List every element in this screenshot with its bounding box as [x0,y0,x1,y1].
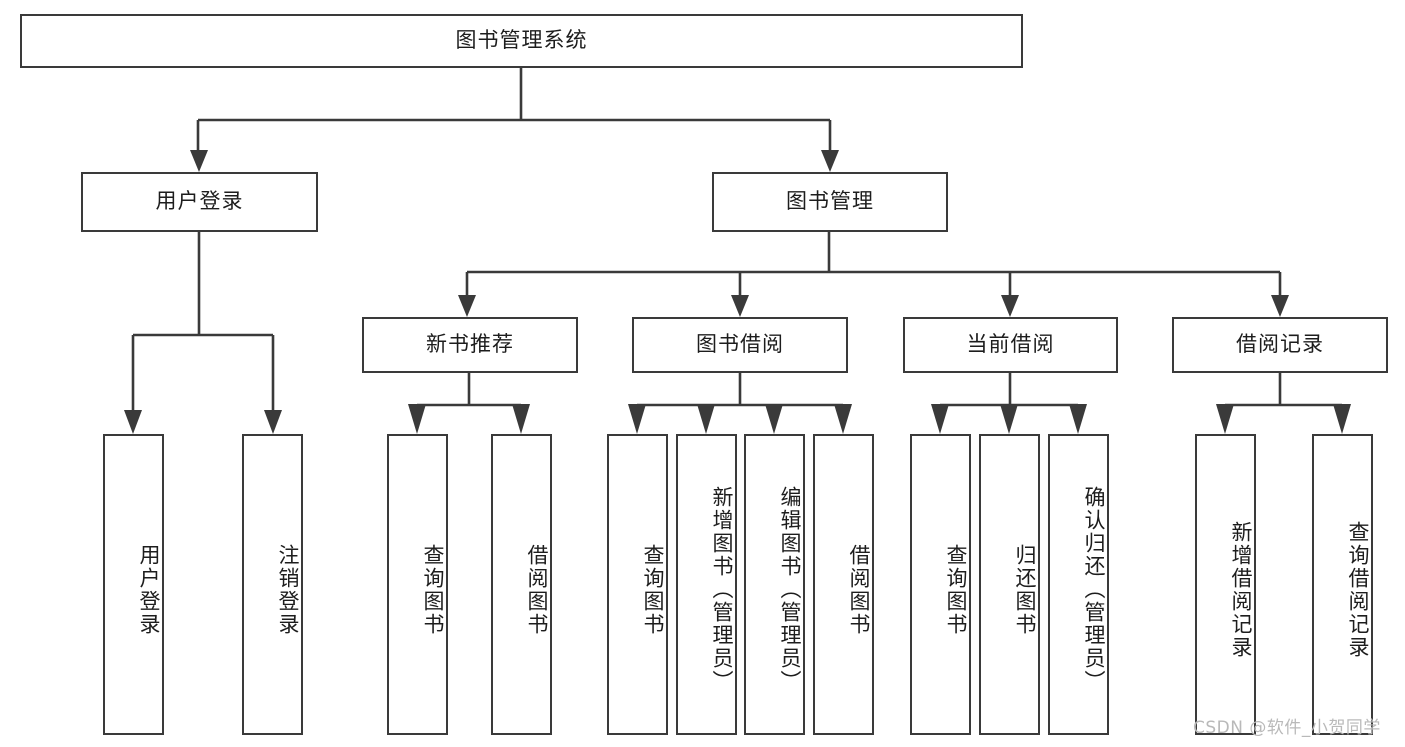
node-leaf-query-book-recommend-label: 查询图书 [421,543,445,636]
node-book-borrow-label: 图书借阅 [696,332,784,357]
arrowhead-borrow-record [1271,295,1289,317]
node-leaf-return-book[interactable]: 归还图书 [979,434,1040,735]
arrowhead-leaf-b2 [697,404,715,434]
node-leaf-add-book-admin-label: 新增图书（管理员） [710,486,734,693]
node-leaf-query-book-recommend[interactable]: 查询图书 [387,434,448,735]
node-leaf-user-login[interactable]: 用户登录 [103,434,164,735]
node-leaf-query-book-current-label: 查询图书 [944,543,968,636]
node-leaf-borrow-book-recommend-label: 借阅图书 [525,543,549,636]
node-leaf-query-book-current[interactable]: 查询图书 [910,434,971,735]
node-current-borrow-label: 当前借阅 [966,332,1055,357]
node-leaf-add-borrow-record-label: 新增借阅记录 [1229,520,1253,659]
arrowhead-leaf-c1 [931,404,949,434]
node-current-borrow[interactable]: 当前借阅 [903,317,1118,373]
node-leaf-confirm-return-admin-label: 确认归还（管理员） [1082,486,1106,693]
arrowhead-book-manage [821,150,839,172]
arrowhead-leaf-n2 [512,404,530,434]
arrowhead-leaf-c3 [1069,404,1087,434]
node-leaf-borrow-book[interactable]: 借阅图书 [813,434,874,735]
arrowhead-leaf-u1 [124,410,142,434]
node-leaf-add-book-admin[interactable]: 新增图书（管理员） [676,434,737,735]
node-leaf-borrow-book-label: 借阅图书 [847,543,871,636]
node-borrow-record-label: 借阅记录 [1236,332,1324,357]
arrowhead-leaf-r1 [1216,404,1234,434]
arrowhead-leaf-b1 [628,404,646,434]
node-leaf-query-book-label: 查询图书 [641,543,665,636]
arrowhead-book-borrow [731,295,749,317]
node-book-manage-label: 图书管理 [786,189,874,214]
arrowhead-leaf-b3 [765,404,783,434]
arrowhead-current-borrow [1001,295,1019,317]
node-leaf-query-borrow-record[interactable]: 查询借阅记录 [1312,434,1373,735]
node-leaf-logout-label: 注销登录 [276,543,300,636]
node-user-login[interactable]: 用户登录 [81,172,318,232]
node-leaf-user-login-label: 用户登录 [137,543,161,636]
node-leaf-confirm-return-admin[interactable]: 确认归还（管理员） [1048,434,1109,735]
node-leaf-edit-book-admin[interactable]: 编辑图书（管理员） [744,434,805,735]
node-root-label: 图书管理系统 [455,28,588,53]
node-leaf-add-borrow-record[interactable]: 新增借阅记录 [1195,434,1256,735]
node-book-manage[interactable]: 图书管理 [712,172,948,232]
node-leaf-return-book-label: 归还图书 [1013,543,1037,636]
arrowhead-user-login [190,150,208,172]
node-book-borrow[interactable]: 图书借阅 [632,317,848,373]
node-leaf-borrow-book-recommend[interactable]: 借阅图书 [491,434,552,735]
arrowhead-new-book [458,295,476,317]
node-leaf-edit-book-admin-label: 编辑图书（管理员） [778,486,802,693]
node-leaf-query-borrow-record-label: 查询借阅记录 [1346,520,1370,659]
arrowhead-leaf-n1 [408,404,426,434]
arrowhead-leaf-r2 [1333,404,1351,434]
csdn-watermark: CSDN @软件_小贺同学 [1193,718,1381,738]
node-leaf-logout[interactable]: 注销登录 [242,434,303,735]
node-leaf-query-book[interactable]: 查询图书 [607,434,668,735]
node-root[interactable]: 图书管理系统 [20,14,1023,68]
node-borrow-record[interactable]: 借阅记录 [1172,317,1388,373]
node-new-book-recommend-label: 新书推荐 [426,332,514,357]
node-new-book-recommend[interactable]: 新书推荐 [362,317,578,373]
arrowhead-leaf-u2 [264,410,282,434]
arrowhead-leaf-b4 [834,404,852,434]
arrowhead-leaf-c2 [1000,404,1018,434]
node-user-login-label: 用户登录 [155,189,244,214]
